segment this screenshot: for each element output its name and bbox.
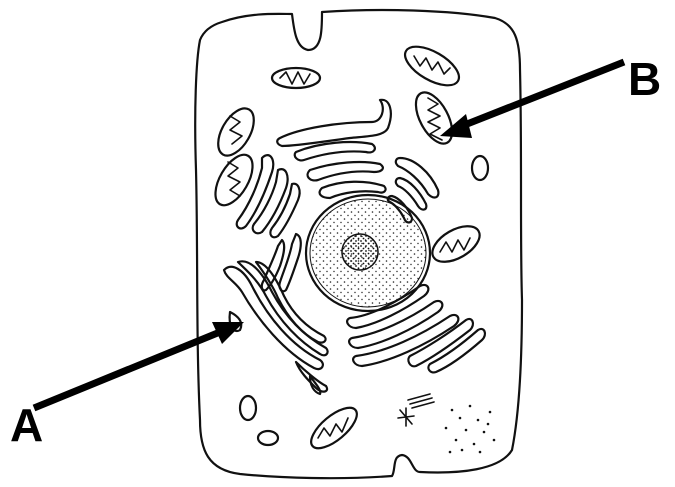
mitochondrion-b	[408, 87, 459, 150]
arrow-a	[34, 322, 244, 408]
golgi-apparatus	[224, 261, 328, 394]
label-a: A	[10, 402, 43, 448]
mitochondrion-left-top	[211, 102, 261, 161]
mitochondrion-top-right	[399, 39, 465, 93]
nucleolus	[342, 234, 378, 270]
centrioles	[398, 394, 434, 426]
mitochondrion-left	[208, 149, 260, 211]
arrow-b	[440, 62, 624, 138]
mitochondrion-top	[272, 68, 320, 88]
mitochondrion-bottom	[305, 401, 363, 455]
free-ribosomes	[445, 405, 496, 454]
mitochondrion-right	[426, 219, 485, 269]
label-b: B	[628, 56, 661, 102]
